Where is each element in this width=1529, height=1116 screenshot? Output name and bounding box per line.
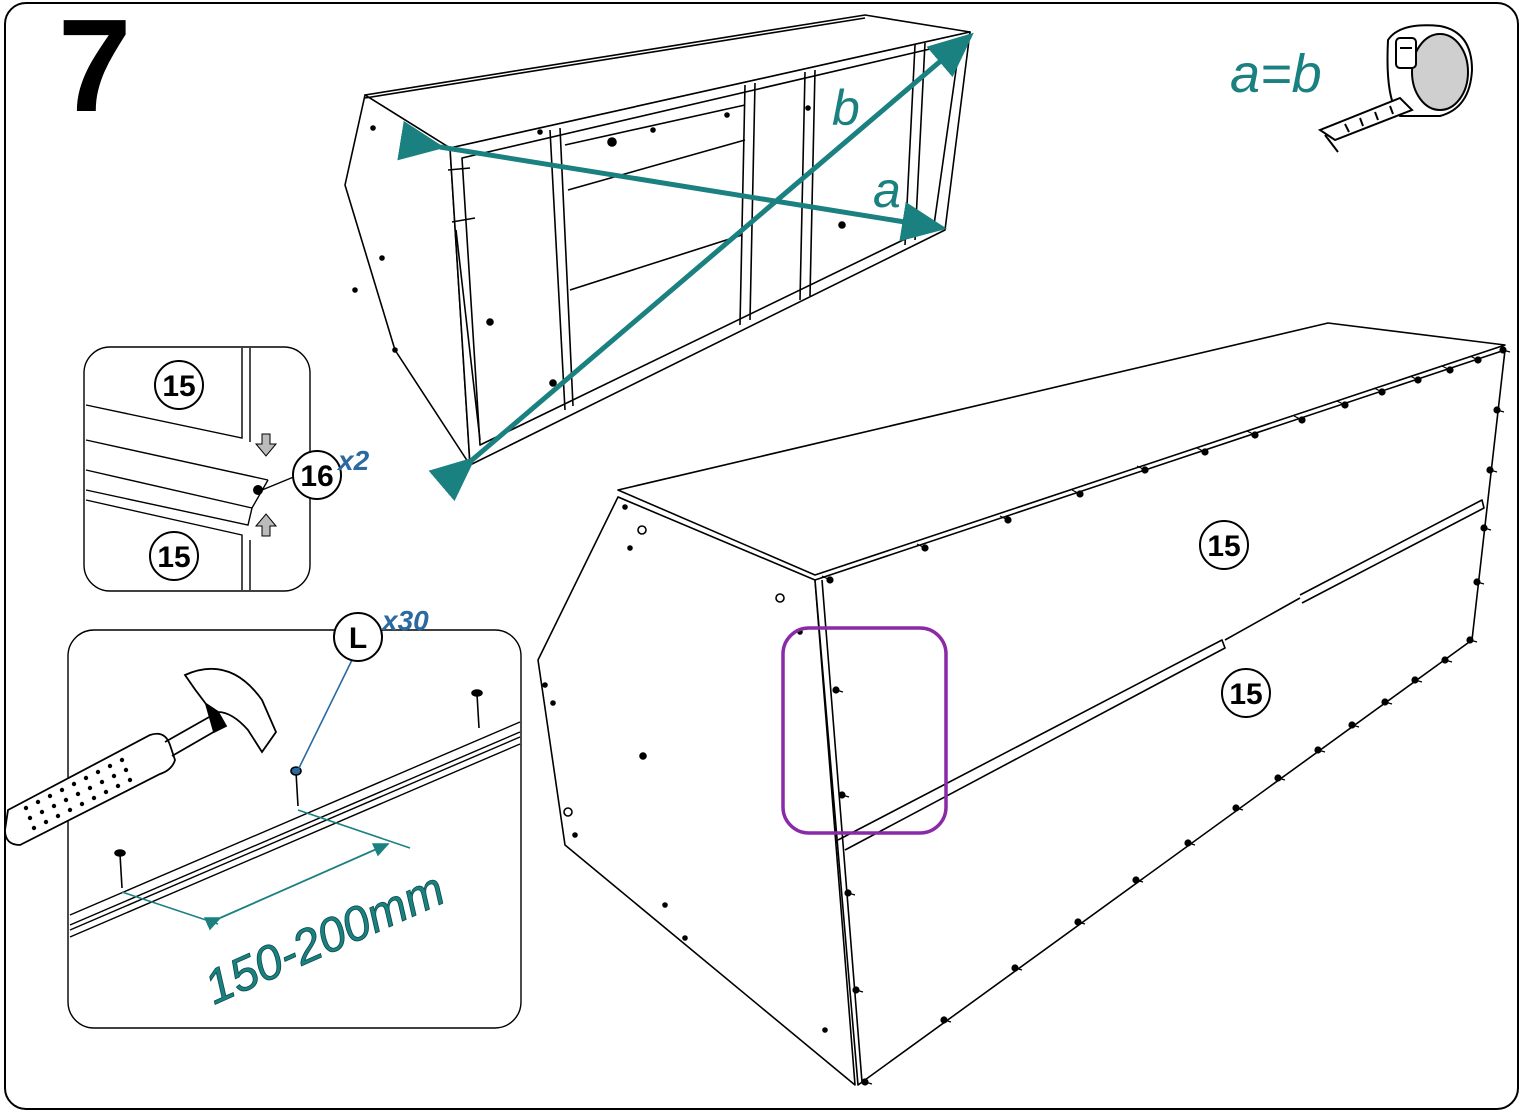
nail-icon [1232, 804, 1244, 812]
nail-icon [1348, 721, 1360, 729]
nail-icon [821, 575, 834, 584]
diagonal-b-label: b [832, 80, 860, 136]
panel-number: 15 [157, 541, 190, 574]
nail-icon [471, 689, 483, 729]
nailing-detail [4, 629, 522, 1029]
nail-icon [916, 543, 929, 552]
panel-number: 15 [1229, 678, 1262, 711]
nail-icon [1473, 578, 1485, 586]
nail-icon [114, 849, 126, 889]
nail-icon [1132, 876, 1144, 884]
nail-icon [1274, 774, 1286, 782]
cabinet-front-view [344, 14, 971, 466]
panel-number: 15 [1207, 530, 1240, 563]
connector-detail [83, 346, 311, 592]
nail-quantity: x30 [380, 605, 429, 636]
nail-icon [1441, 365, 1454, 374]
nail-row [821, 346, 1511, 1086]
nail-icon [1011, 964, 1023, 972]
nail-icon [1246, 430, 1259, 439]
nail-icon [861, 1078, 873, 1086]
nail-icon [852, 986, 864, 994]
nail-icon [1486, 466, 1498, 474]
diagonal-measurements [397, 32, 974, 502]
panel-number: 15 [162, 370, 195, 403]
nail-callout: L x30 [297, 605, 429, 771]
equal-diagonals-label: a=b [1230, 44, 1322, 104]
hammer-grip-dots [23, 757, 133, 831]
page-frame [4, 2, 1519, 1110]
nail-icon [838, 791, 850, 799]
nail-icon [844, 889, 856, 897]
nail-icon [999, 515, 1012, 524]
nail-icon [1071, 489, 1084, 498]
panel-label-detail-top: 15 [154, 360, 204, 410]
strip-number: 16 [300, 460, 333, 493]
cabinet-back-view [537, 322, 1506, 1086]
nail-icon [1381, 698, 1393, 706]
nail-icon [1196, 447, 1209, 456]
strip-quantity: x2 [336, 445, 370, 476]
diagonal-a-label: a [873, 162, 901, 218]
nail-icon [1074, 918, 1086, 926]
nail-icon [1314, 746, 1326, 754]
tape-measure-icon [1317, 24, 1474, 153]
panel-label-upper: 15 [1199, 520, 1249, 570]
nail-icon [1441, 656, 1453, 664]
panel-label-detail-bottom: 15 [149, 531, 199, 581]
joint-highlight [781, 626, 948, 835]
nail-icon [1184, 839, 1196, 847]
nail-icon [832, 686, 844, 694]
step-number: 7 [58, 0, 131, 139]
nail-icon [1466, 636, 1478, 644]
nail-icon [1469, 355, 1482, 364]
nail-letter: L [349, 622, 367, 655]
nail-icon [1411, 676, 1423, 684]
nail-icon [1293, 415, 1306, 424]
nail-icon [1409, 375, 1422, 384]
nail-icon [1480, 524, 1492, 532]
nail-icon [1336, 400, 1349, 409]
nail-icon [1373, 387, 1386, 396]
nail-icon [1136, 465, 1149, 474]
nail-icon [1499, 346, 1511, 354]
strip-callout: 16 x2 [261, 445, 370, 500]
nail-icon [1493, 406, 1505, 414]
panel-label-lower: 15 [1221, 668, 1271, 718]
nail-icon [940, 1016, 952, 1024]
